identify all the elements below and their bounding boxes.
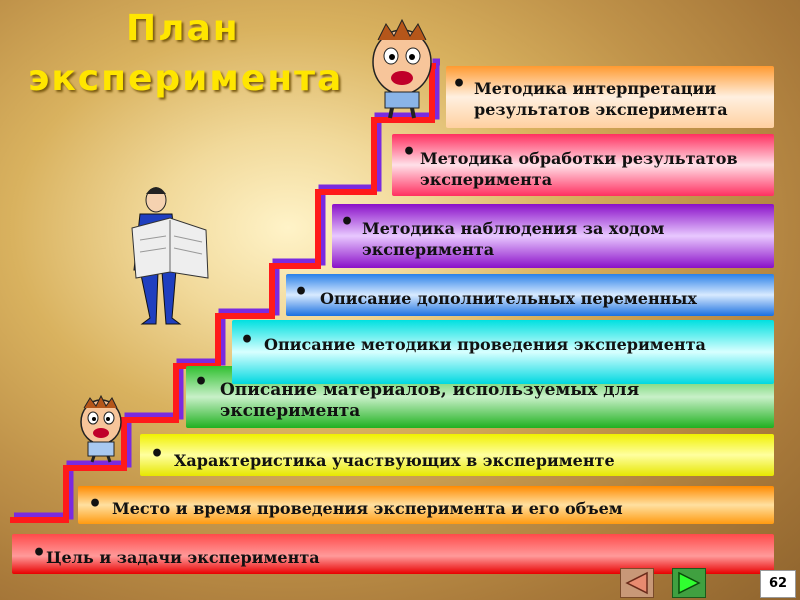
slide-title-line2: эксперимента [28, 58, 344, 99]
plan-step-8: • Методика обработки результатов экспери… [392, 134, 774, 196]
kid-top-illustration [372, 18, 432, 119]
bullet-icon: • [240, 327, 255, 353]
plan-step-3: • Характеристика участвующих в экспериме… [140, 434, 774, 476]
bullet-icon: • [340, 209, 355, 235]
slide-title-line1: План [126, 8, 240, 49]
bullet-icon: • [452, 71, 467, 97]
plan-step-9: • Методика интерпретации результатов экс… [446, 66, 774, 128]
staircase-outline [10, 63, 436, 523]
plan-step-9-text: Методика интерпретации результатов экспе… [474, 79, 728, 119]
prev-slide-button[interactable] [620, 568, 654, 598]
man-reading-illustration [131, 187, 209, 325]
bullet-icon: • [402, 139, 417, 165]
bullet-icon: • [294, 279, 309, 305]
plan-step-7: • Методика наблюдения за ходом экспериме… [332, 204, 774, 268]
bullet-icon: • [150, 441, 165, 467]
next-slide-icon [678, 571, 701, 595]
plan-step-1-text: Цель и задачи эксперимента [46, 548, 320, 567]
plan-step-3-text: Характеристика участвующих в эксперимент… [174, 451, 615, 470]
plan-step-4-text: Описание материалов, используемых для эк… [220, 380, 640, 421]
previous-slide-icon [625, 571, 648, 595]
bullet-icon: • [194, 369, 209, 395]
plan-step-6-text: Описание дополнительных переменных [320, 289, 697, 308]
kid-small-illustration [80, 394, 122, 463]
plan-step-2: • Место и время проведения эксперимента … [78, 486, 774, 524]
plan-step-8-text: Методика обработки результатов экспериме… [420, 149, 738, 189]
plan-step-1: • Цель и задачи эксперимента [12, 534, 774, 574]
next-slide-button[interactable] [672, 568, 706, 598]
slide-number: 62 [760, 570, 796, 598]
plan-step-2-text: Место и время проведения эксперимента и … [112, 499, 623, 518]
bullet-icon: • [32, 540, 47, 566]
plan-step-7-text: Методика наблюдения за ходом эксперимент… [362, 219, 665, 259]
bullet-icon: • [88, 491, 103, 517]
plan-step-6: • Описание дополнительных переменных [286, 274, 774, 316]
staircase-shadow [14, 58, 440, 520]
plan-step-5-text: Описание методики проведения эксперимент… [264, 335, 706, 354]
plan-step-5: • Описание методики проведения экспериме… [232, 320, 774, 384]
